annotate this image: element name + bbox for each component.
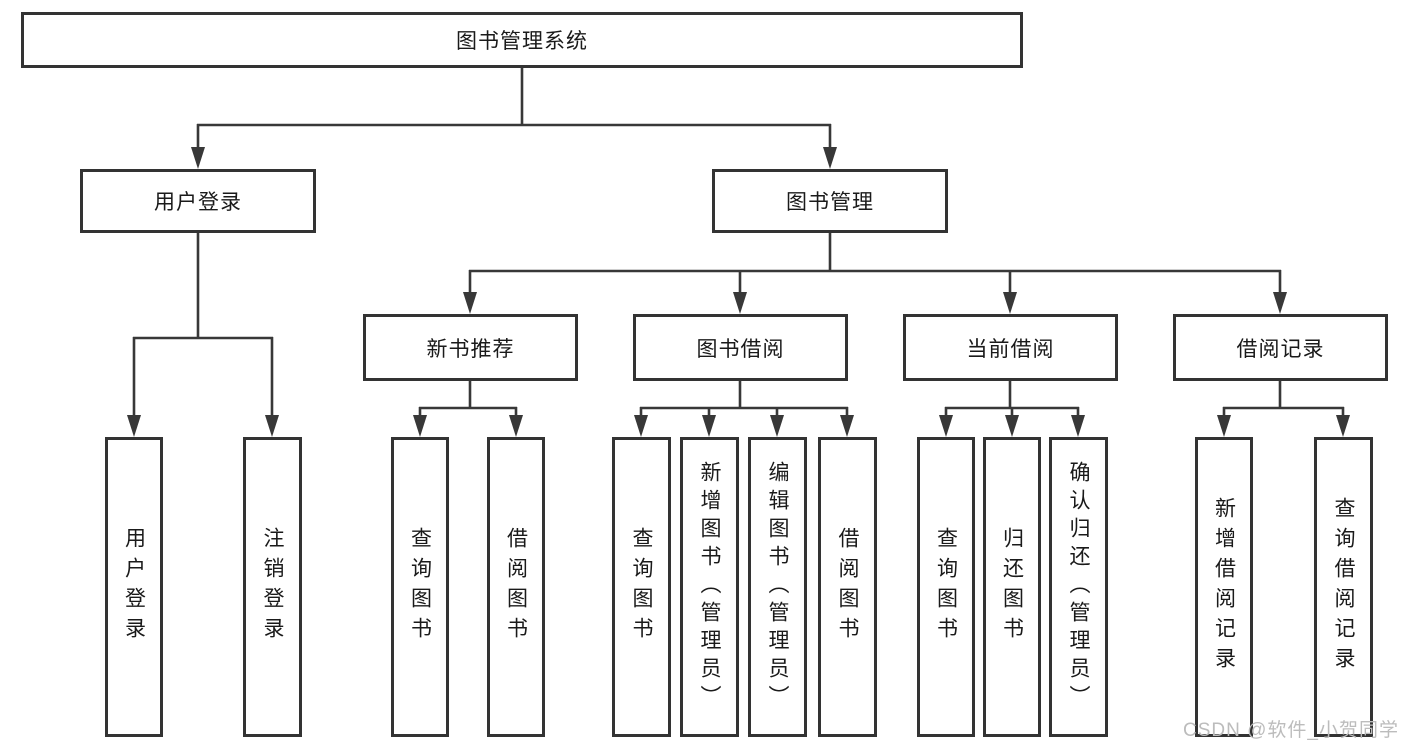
leaf-label: 注销登录: [261, 527, 284, 647]
node-current-borrowing: 当前借阅: [903, 314, 1118, 381]
leaf-query-books-2: 查询图书: [612, 437, 671, 737]
leaf-borrow-books-2: 借阅图书: [818, 437, 877, 737]
leaf-label: 查询借阅记录: [1332, 497, 1355, 677]
node-new-book-recommend: 新书推荐: [363, 314, 578, 381]
leaf-label: 查询图书: [934, 527, 958, 647]
node-borrowing-records: 借阅记录: [1173, 314, 1388, 381]
leaf-label: 借阅图书: [836, 527, 859, 647]
leaf-confirm-return-admin: 确认归还（管理员）: [1049, 437, 1108, 737]
leaf-return-books: 归还图书: [983, 437, 1041, 737]
leaf-label: 确认归还（管理员）: [1067, 461, 1090, 713]
node-user-login: 用户登录: [80, 169, 316, 233]
leaf-label: 查询图书: [408, 527, 432, 647]
node-label: 当前借阅: [966, 337, 1055, 361]
node-label: 图书管理系统: [456, 30, 588, 53]
leaf-borrow-books-1: 借阅图书: [487, 437, 545, 737]
leaf-query-books-1: 查询图书: [391, 437, 449, 737]
node-label: 借阅记录: [1236, 337, 1325, 361]
leaf-add-borrow-record: 新增借阅记录: [1195, 437, 1253, 737]
leaf-label: 查询图书: [630, 527, 653, 647]
leaf-query-books-3: 查询图书: [917, 437, 975, 737]
leaf-query-borrow-record: 查询借阅记录: [1314, 437, 1373, 737]
leaf-label: 新增图书（管理员）: [698, 461, 721, 713]
node-label: 图书管理: [786, 191, 874, 214]
leaf-label: 归还图书: [1000, 527, 1024, 647]
node-book-borrowing: 图书借阅: [633, 314, 848, 381]
leaf-label: 借阅图书: [504, 527, 528, 647]
node-label: 用户登录: [154, 191, 242, 214]
node-label: 图书借阅: [696, 337, 785, 361]
leaf-label: 新增借阅记录: [1212, 497, 1236, 677]
leaf-edit-book-admin: 编辑图书（管理员）: [748, 437, 807, 737]
leaf-add-book-admin: 新增图书（管理员）: [680, 437, 739, 737]
csdn-watermark: CSDN @软件_小贺同学: [1183, 720, 1399, 741]
leaf-user-login: 用户登录: [105, 437, 163, 737]
leaf-label: 编辑图书（管理员）: [766, 461, 789, 713]
node-book-management: 图书管理: [712, 169, 948, 233]
node-label: 新书推荐: [426, 337, 515, 361]
leaf-label: 用户登录: [122, 527, 146, 647]
leaf-logout: 注销登录: [243, 437, 302, 737]
arrowhead-group: [127, 147, 1350, 437]
node-library-management-system: 图书管理系统: [21, 12, 1023, 68]
